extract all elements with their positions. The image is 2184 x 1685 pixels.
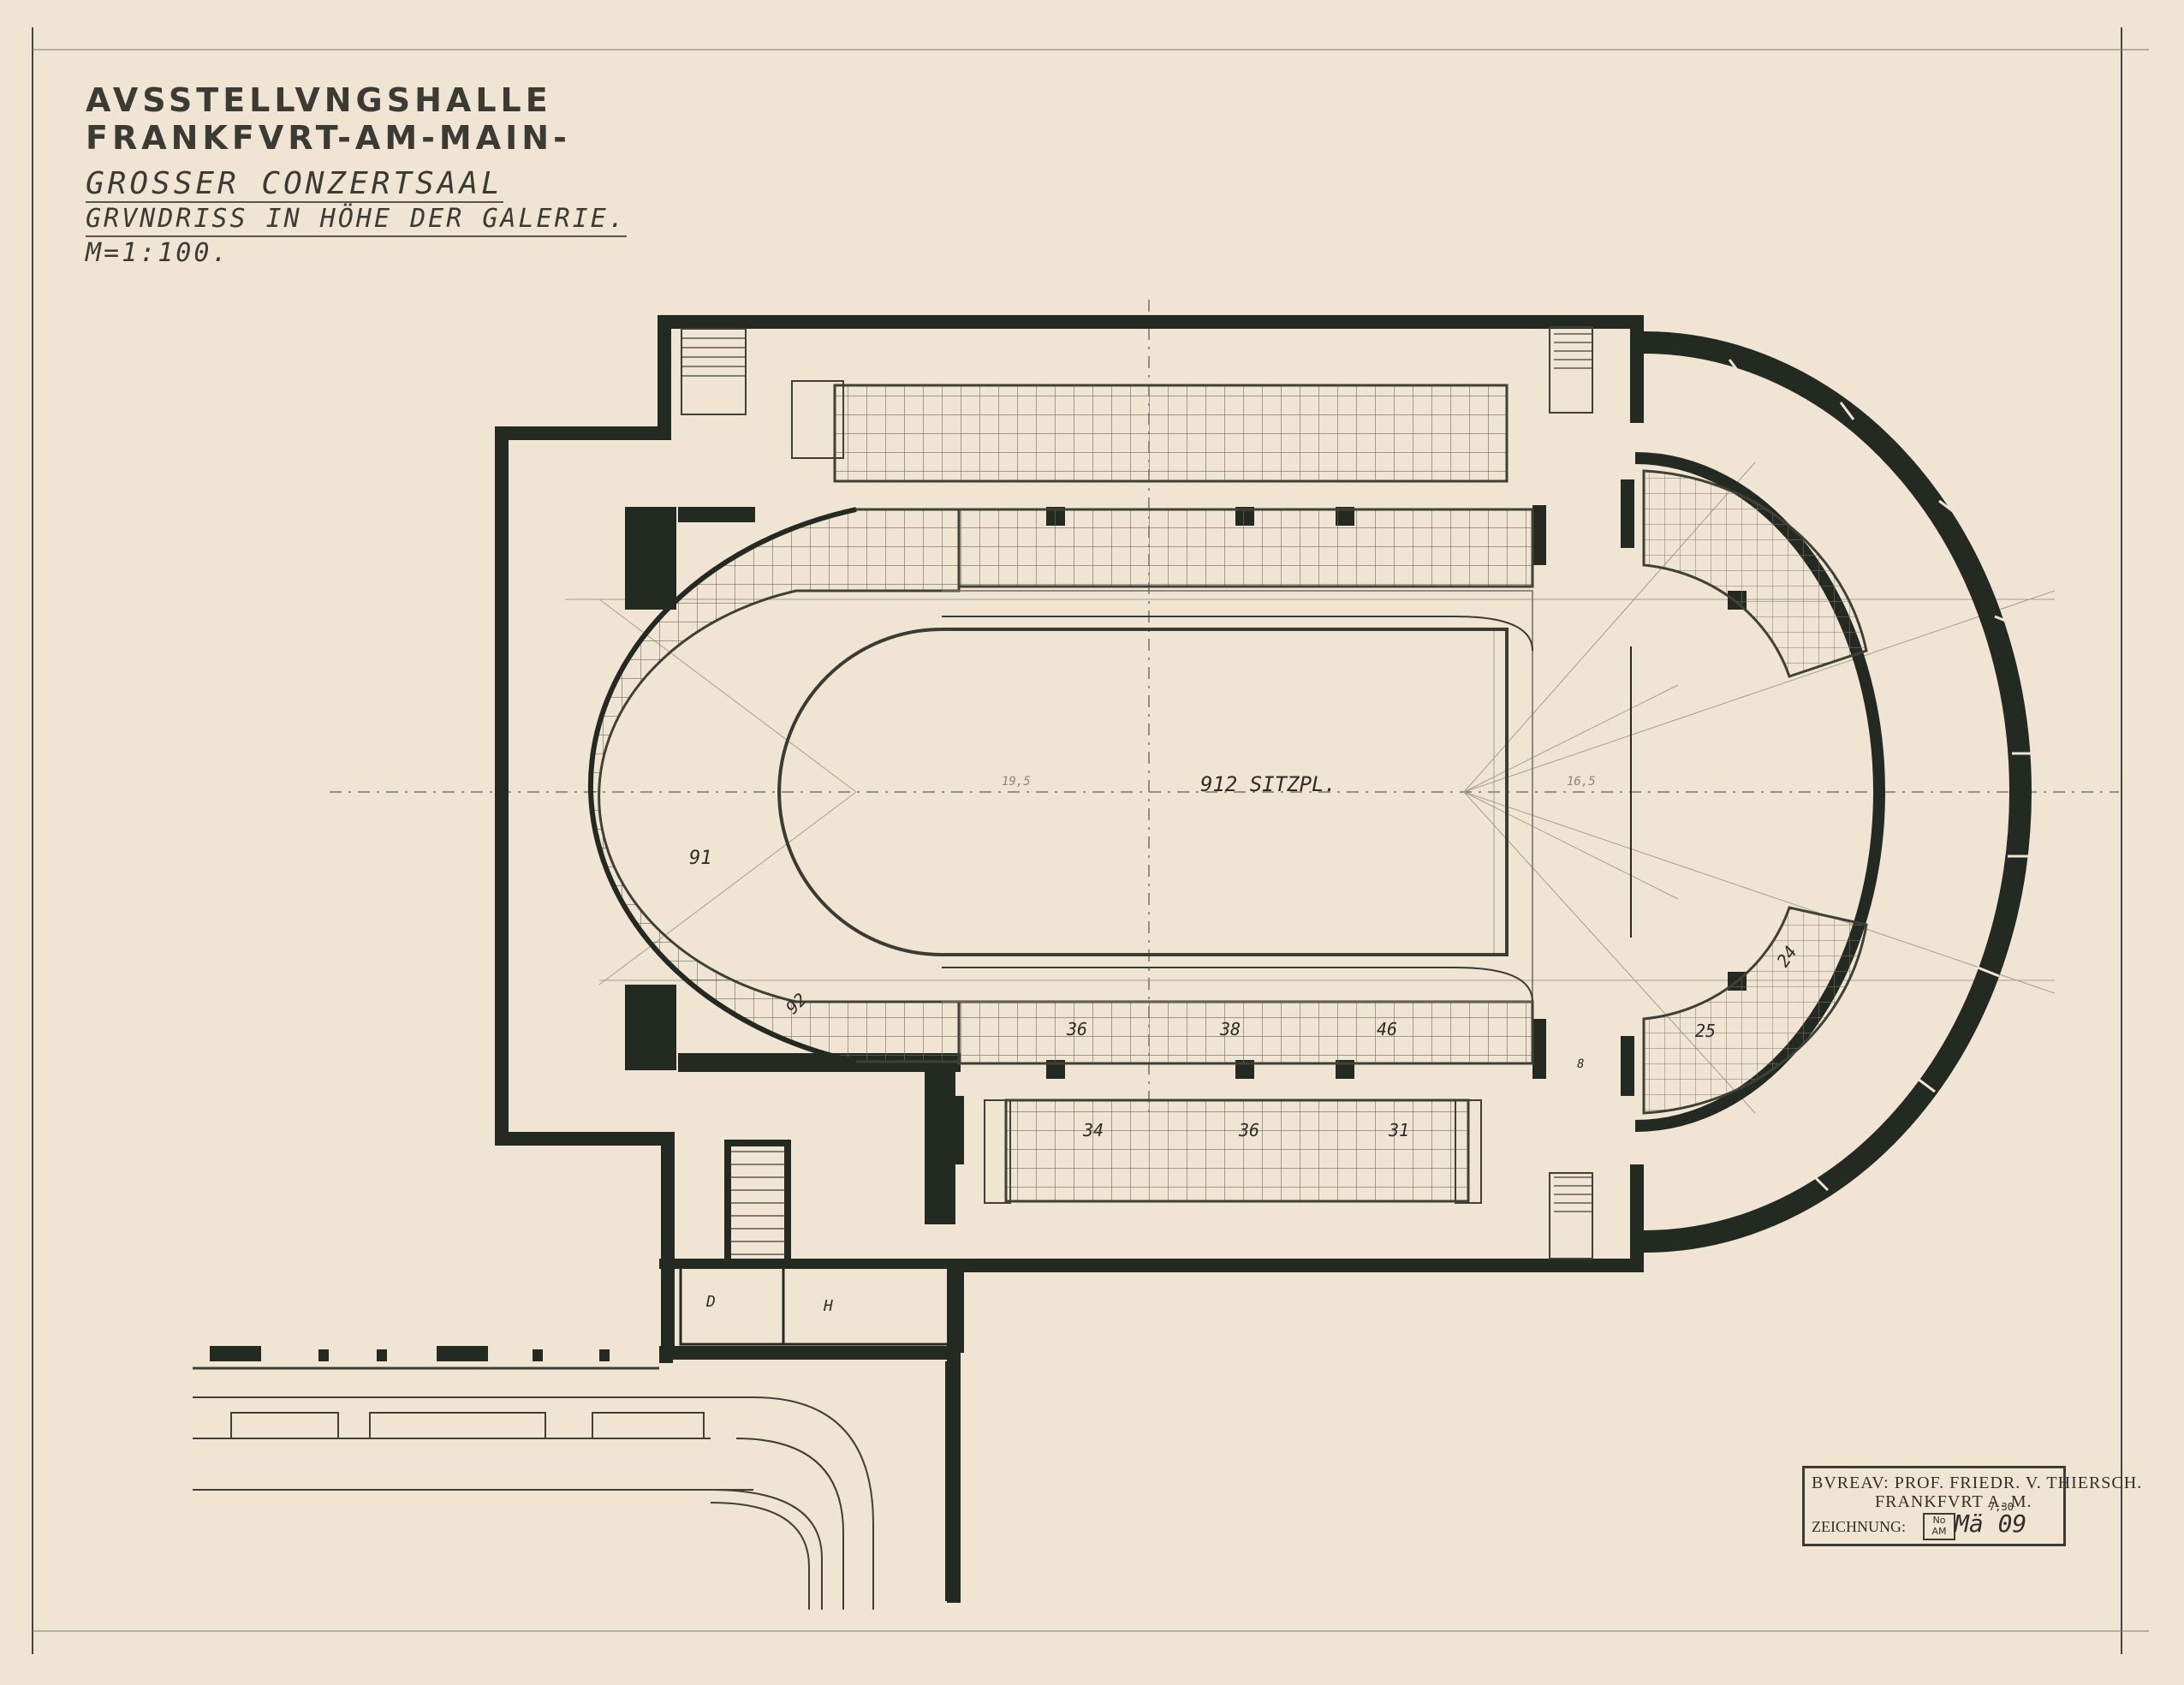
- stamp-office: BVREAV: PROF. FRIEDR. V. THIERSCH.: [1812, 1474, 2143, 1492]
- wc-d-label: D: [706, 1293, 716, 1311]
- wc-h-label: H: [824, 1297, 833, 1315]
- stamp-number-sup: 7,30: [1989, 1501, 2014, 1513]
- stamp-number-box: No AM: [1923, 1513, 1955, 1540]
- block-label-e: 46: [1377, 1019, 1398, 1039]
- office-stamp: BVREAV: PROF. FRIEDR. V. THIERSCH. FRANK…: [1802, 1466, 2141, 1546]
- block-label-c: 36: [1067, 1019, 1088, 1039]
- street: [193, 1366, 874, 1610]
- mark-8: 8: [1577, 1057, 1585, 1071]
- stair-treads: [681, 333, 1592, 1255]
- axis-lines: [330, 300, 2119, 1113]
- block-label-j: 25: [1695, 1021, 1717, 1041]
- block-label-d: 38: [1220, 1019, 1241, 1039]
- arena: [777, 590, 1533, 1003]
- block-label-g: 36: [1239, 1120, 1260, 1140]
- wc-area: [679, 1265, 961, 1346]
- title-line-2: FRANKFVRT-AM-MAIN-: [86, 119, 571, 157]
- street-pillars: [210, 1346, 959, 1601]
- title-line-1: AVSSTELLVNGSHALLE: [86, 81, 552, 119]
- seat-count-label: 912 SITZPL.: [1200, 772, 1336, 796]
- block-label-f: 34: [1083, 1120, 1104, 1140]
- block-label-a: 91: [689, 848, 712, 869]
- stamp-drawing-label: ZEICHNUNG:: [1812, 1518, 1906, 1535]
- block-label-h: 31: [1389, 1120, 1410, 1140]
- seating-right: [1642, 469, 1868, 1115]
- title-line-3: GROSSER CONZERTSAAL: [86, 166, 503, 203]
- title-block: AVSSTELLVNGSHALLE FRANKFVRT-AM-MAIN- GRO…: [86, 81, 627, 270]
- gallery-rows: [833, 384, 1534, 1203]
- dimension-right: 16,5: [1567, 775, 1596, 789]
- apse-window-marks: [1728, 359, 2033, 1192]
- seating-left: [587, 507, 961, 1064]
- title-line-4: GRVNDRISS IN HÖHE DER GALERIE.: [86, 203, 627, 237]
- stamp-number: Mä 09: [1955, 1509, 2027, 1538]
- stairs: [681, 326, 1593, 1259]
- scale-label: M=1:100.: [86, 238, 230, 268]
- dimension-left: 19,5: [1002, 775, 1031, 789]
- stamp-city: FRANKFVRT A. M.: [1875, 1492, 2032, 1511]
